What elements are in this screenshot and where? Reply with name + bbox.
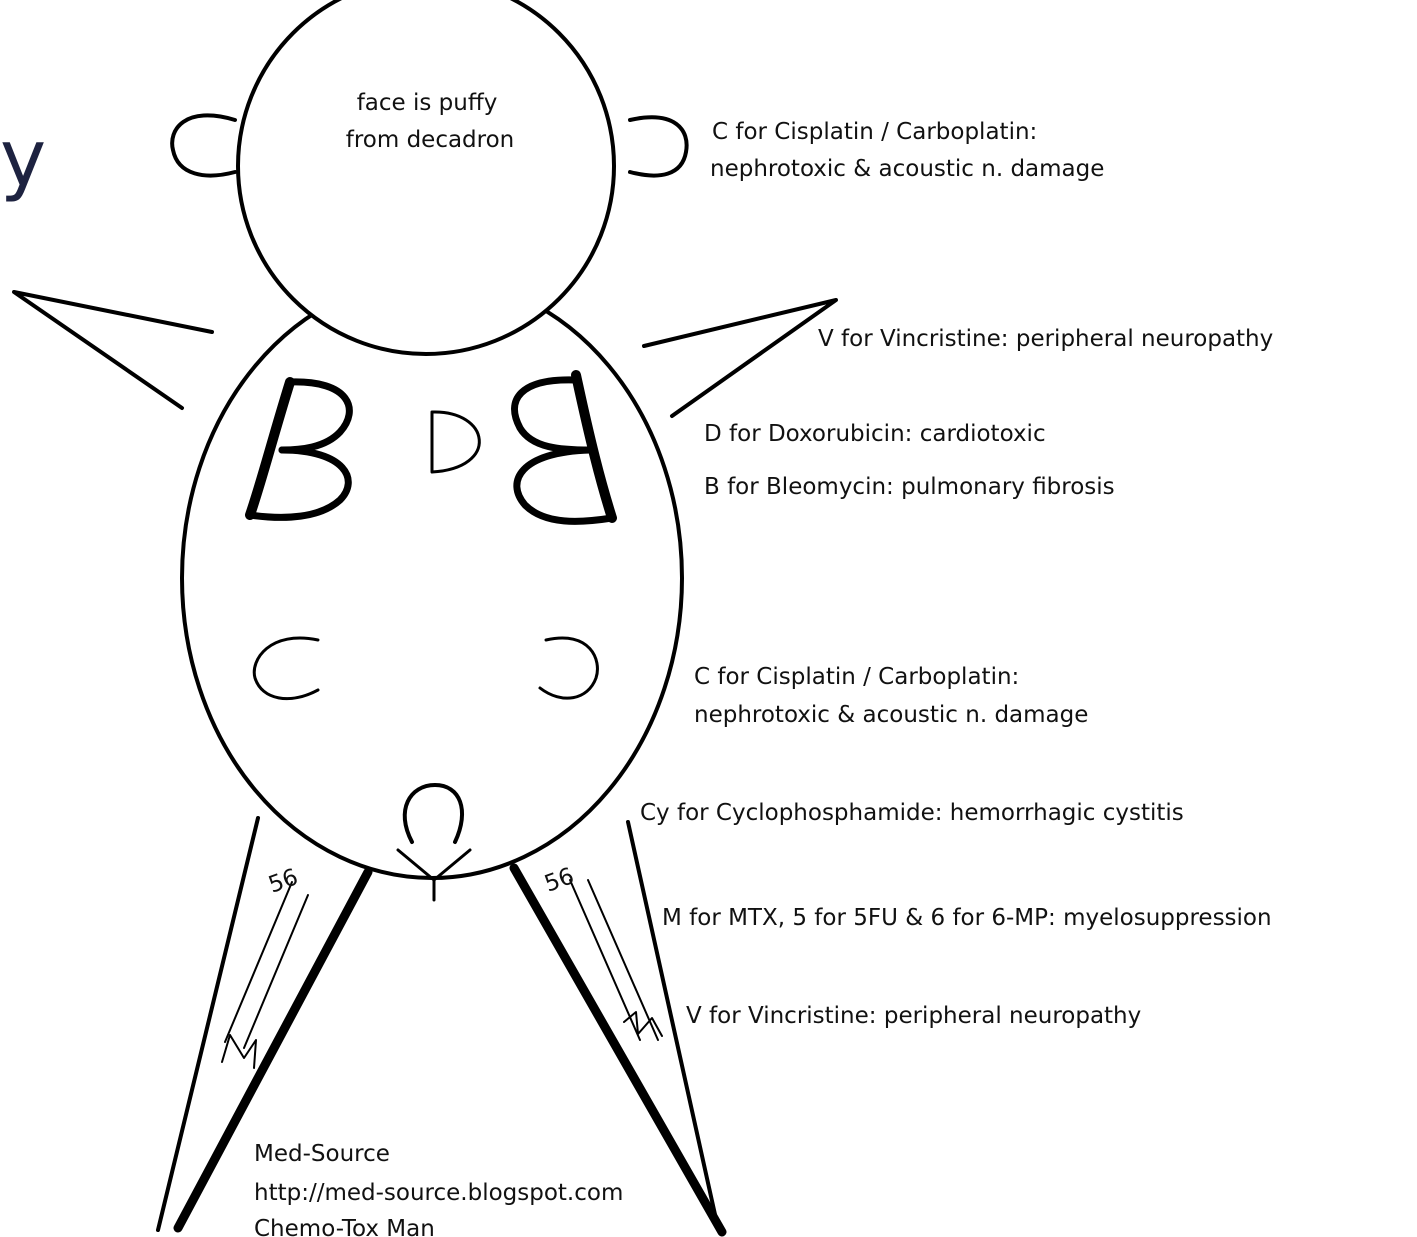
right-lung-b <box>515 375 612 521</box>
ears-annotation-line1: C for Cisplatin / Carboplatin: <box>712 119 1037 145</box>
heart-d <box>432 412 479 472</box>
title-fragment: y <box>0 114 46 204</box>
left-leg-numbers: 56 <box>265 864 301 898</box>
bladder-cy <box>398 785 470 900</box>
arms-annotation: V for Vincristine: peripheral neuropathy <box>818 326 1273 352</box>
right-arm <box>644 300 836 416</box>
right-leg-numbers: 56 <box>541 863 577 897</box>
legs-annotation: V for Vincristine: peripheral neuropathy <box>686 1003 1141 1029</box>
heart-annotation: D for Doxorubicin: cardiotoxic <box>704 421 1046 447</box>
head <box>238 0 614 354</box>
bladder-annotation: Cy for Cyclophosphamide: hemorrhagic cys… <box>640 800 1184 826</box>
credit-line2: http://med-source.blogspot.com <box>254 1180 623 1206</box>
credit-line1: Med-Source <box>254 1141 390 1167</box>
kidneys-annotation-line1: C for Cisplatin / Carboplatin: <box>694 664 1019 690</box>
left-ear-c <box>172 115 235 175</box>
kidneys-annotation-line2: nephrotoxic & acoustic n. damage <box>694 702 1088 728</box>
head-note-line1: face is puffy <box>357 90 498 116</box>
left-lung-b <box>250 382 349 517</box>
left-arm <box>14 292 212 408</box>
ears-annotation-line2: nephrotoxic & acoustic n. damage <box>710 156 1104 182</box>
torso <box>182 278 682 878</box>
right-kidney-c <box>540 638 597 698</box>
left-leg-m <box>222 1035 256 1068</box>
right-ear-c <box>630 117 687 175</box>
lungs-annotation: B for Bleomycin: pulmonary fibrosis <box>704 474 1115 500</box>
bone-marrow-annotation: M for MTX, 5 for 5FU & 6 for 6-MP: myelo… <box>662 905 1272 931</box>
left-kidney-c <box>254 638 318 699</box>
left-leg <box>158 818 368 1230</box>
head-note-line2: from decadron <box>346 127 515 153</box>
credit-line3: Chemo-Tox Man <box>254 1216 435 1237</box>
